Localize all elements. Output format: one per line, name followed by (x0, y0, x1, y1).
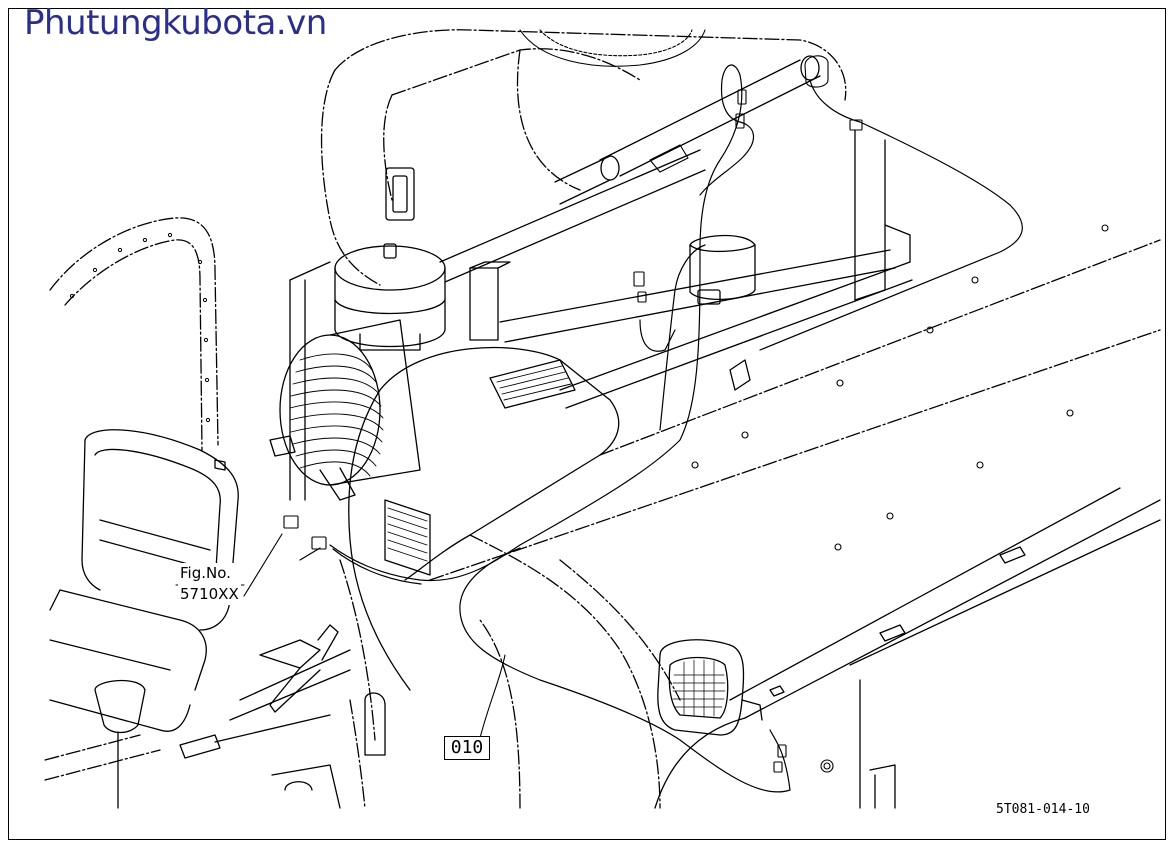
operator-seat (49, 429, 239, 732)
fig-reference-leader (243, 533, 283, 597)
harness-connectors (283, 55, 863, 773)
muffler (554, 55, 821, 205)
callout-010-leader (479, 654, 506, 739)
air-cleaner (334, 243, 446, 351)
drawing-code: 5T081-014-10 (996, 802, 1090, 817)
control-levers (94, 624, 351, 809)
wire-harness (299, 64, 1023, 793)
figure-reference-number: 5710XX (180, 585, 239, 603)
part-callout-010[interactable]: 010 (444, 736, 490, 760)
figure-reference[interactable]: Fig.No. 5710XX (178, 563, 241, 605)
deck-bolts (691, 224, 1109, 773)
cab-frame (49, 217, 219, 451)
fender (429, 239, 1161, 809)
frame-beams (289, 129, 913, 501)
platform-deck (654, 487, 1161, 809)
fan-opening (519, 29, 706, 67)
radiator-blower (269, 319, 421, 501)
work-light (657, 639, 763, 736)
right-side-panel (44, 559, 376, 809)
site-brand-watermark: Phutungkubota.vn (24, 3, 327, 43)
hood-vent-slot (385, 167, 415, 221)
engine-hood (320, 29, 847, 286)
figure-reference-label: Fig.No. (180, 564, 231, 582)
seat-mount-bracket (364, 692, 386, 756)
diagram-frame (8, 8, 1166, 840)
console-cover (348, 346, 620, 691)
relay-unit (689, 234, 756, 305)
cab-window-bolts (69, 232, 211, 423)
